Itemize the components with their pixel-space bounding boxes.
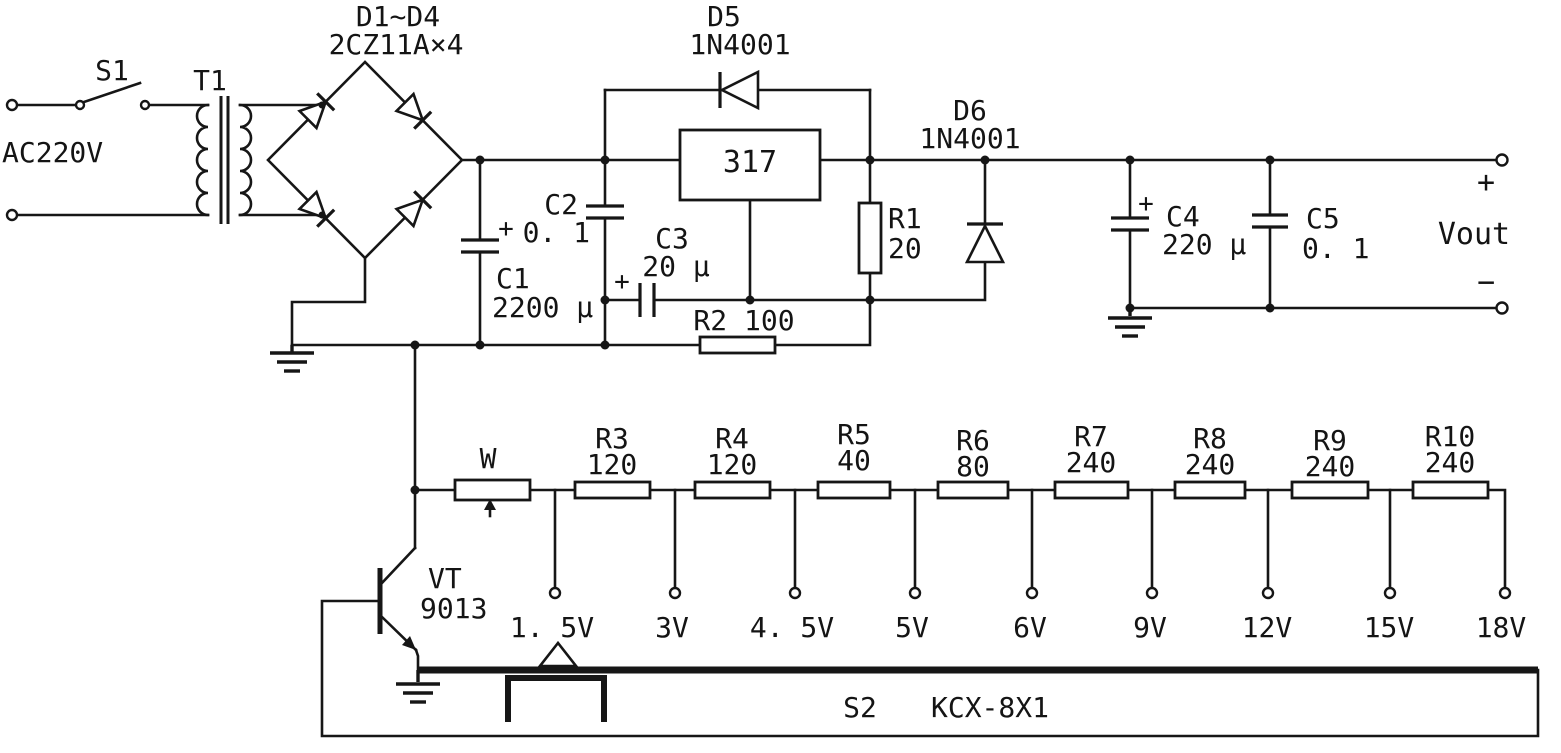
switch-s1 bbox=[74, 81, 151, 111]
tap-label: 5V bbox=[895, 611, 929, 644]
bridge-diode-icon bbox=[394, 91, 433, 130]
tap-label: 12V bbox=[1242, 611, 1293, 644]
d6-designator: D6 bbox=[953, 94, 987, 127]
res-r3 bbox=[573, 480, 652, 500]
tap-label: 15V bbox=[1364, 611, 1415, 644]
r6-designator: R6 bbox=[956, 424, 990, 457]
c3-designator: C3 bbox=[655, 222, 689, 255]
cap-c5 bbox=[1252, 213, 1288, 229]
output-minus: − bbox=[1477, 265, 1495, 300]
r1-value: 20 bbox=[888, 232, 922, 265]
d5-part: 1N4001 bbox=[689, 28, 790, 61]
ac-source-label: AC220V bbox=[2, 136, 103, 169]
bridge-diode-icon bbox=[394, 190, 433, 229]
c3-polarity: + bbox=[614, 267, 630, 297]
c1-polarity: + bbox=[498, 214, 514, 244]
diode-d5 bbox=[718, 69, 760, 111]
c5-value: 0. 1 bbox=[1302, 232, 1369, 265]
r4-value: 120 bbox=[707, 448, 758, 481]
c2-value: 0. 1 bbox=[523, 216, 590, 249]
r10-value: 240 bbox=[1425, 446, 1476, 479]
regulator-317 bbox=[678, 128, 822, 202]
output-label: Vout bbox=[1438, 217, 1510, 252]
r8-value: 240 bbox=[1185, 448, 1236, 481]
d5-designator: D5 bbox=[707, 0, 741, 33]
res-r6 bbox=[936, 480, 1010, 500]
transformer-t1 bbox=[195, 96, 253, 224]
r4-designator: R4 bbox=[715, 422, 749, 455]
vt-designator: VT bbox=[428, 562, 462, 595]
cap-c3 bbox=[638, 283, 656, 317]
output-plus: + bbox=[1477, 165, 1495, 200]
tap-label: 9V bbox=[1133, 611, 1167, 644]
wires bbox=[15, 88, 1540, 738]
switch-s1-label: S1 bbox=[95, 54, 129, 87]
tap-label: 4. 5V bbox=[750, 611, 834, 644]
ac-input-terminals bbox=[5, 98, 19, 222]
r3-value: 120 bbox=[587, 448, 638, 481]
res-r2 bbox=[698, 335, 777, 355]
cap-c2 bbox=[586, 204, 624, 220]
res-r10 bbox=[1411, 480, 1490, 500]
diode-d6 bbox=[964, 222, 1006, 264]
transformer-label: T1 bbox=[193, 64, 227, 97]
res-r5 bbox=[816, 480, 892, 500]
tap-label: 18V bbox=[1476, 611, 1527, 644]
c4-designator: C4 bbox=[1166, 200, 1200, 233]
res-r8 bbox=[1173, 480, 1247, 500]
s2-designator: S2 bbox=[843, 691, 877, 724]
r9-value: 240 bbox=[1305, 450, 1356, 483]
c2-designator: C2 bbox=[544, 188, 578, 221]
r7-designator: R7 bbox=[1074, 420, 1108, 453]
res-r4 bbox=[693, 480, 772, 500]
selector-s2 bbox=[418, 640, 1538, 722]
regulator-label: 317 bbox=[723, 145, 777, 180]
c1-value: 2200 μ bbox=[492, 291, 593, 324]
tap-terminals bbox=[548, 586, 1512, 600]
c5-designator: C5 bbox=[1306, 202, 1340, 235]
r9-designator: R9 bbox=[1313, 424, 1347, 457]
bridge-diode-icon bbox=[297, 189, 336, 228]
tap-label: 3V bbox=[655, 611, 689, 644]
c4-value: 220 μ bbox=[1162, 228, 1246, 261]
ground-icon bbox=[270, 345, 314, 373]
transistor-vt bbox=[377, 546, 420, 672]
r6-value: 80 bbox=[956, 450, 990, 483]
r5-value: 40 bbox=[837, 444, 871, 477]
res-r9 bbox=[1290, 480, 1370, 500]
r2-label: R2 100 bbox=[693, 304, 794, 337]
c4-polarity: + bbox=[1138, 189, 1154, 219]
r10-designator: R10 bbox=[1425, 420, 1476, 453]
r1-designator: R1 bbox=[888, 202, 922, 235]
d6-part: 1N4001 bbox=[919, 122, 1020, 155]
output-terminals bbox=[1495, 153, 1509, 315]
res-r7 bbox=[1053, 480, 1130, 500]
bridge-part: 2CZ11A×4 bbox=[329, 28, 464, 61]
r3-designator: R3 bbox=[595, 422, 629, 455]
bridge-rectifier bbox=[266, 60, 464, 260]
tap-label: 6V bbox=[1013, 611, 1047, 644]
ground-icon bbox=[396, 670, 440, 704]
bridge-designator: D1~D4 bbox=[356, 0, 440, 33]
res-r1 bbox=[857, 201, 883, 275]
pot-w-label: W bbox=[480, 442, 497, 475]
cap-c4 bbox=[1111, 216, 1149, 232]
cap-c1 bbox=[461, 238, 499, 254]
s2-part: KCX-8X1 bbox=[931, 691, 1049, 724]
junction-dots bbox=[318, 101, 1275, 495]
pot-w bbox=[453, 478, 532, 518]
r5-designator: R5 bbox=[837, 418, 871, 451]
vt-part: 9013 bbox=[420, 592, 487, 625]
tap-label: 1. 5V bbox=[510, 611, 594, 644]
c3-value: 20 μ bbox=[642, 250, 710, 283]
r7-value: 240 bbox=[1066, 446, 1117, 479]
bridge-diode-icon bbox=[297, 92, 336, 131]
c1-designator: C1 bbox=[496, 262, 530, 295]
r8-designator: R8 bbox=[1193, 422, 1227, 455]
